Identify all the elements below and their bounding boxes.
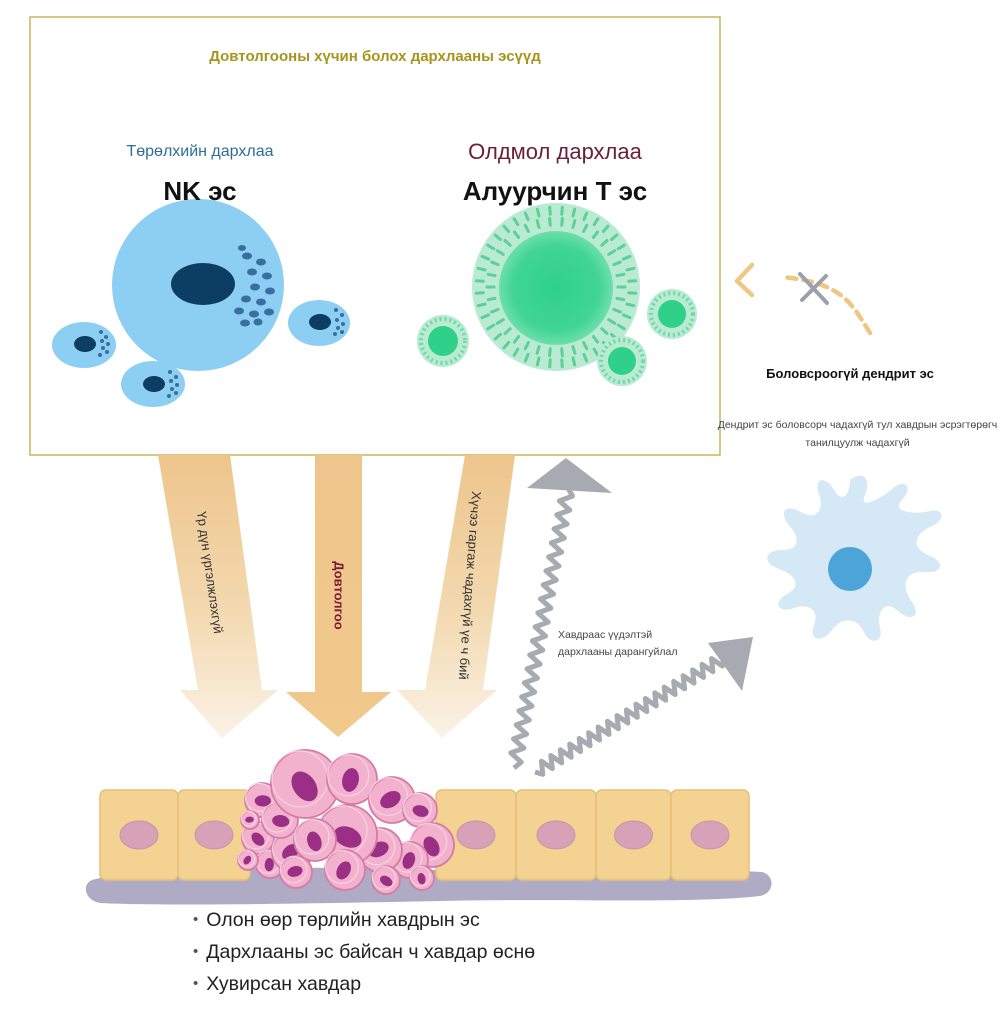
list-item: Хувирсан хавдар	[193, 968, 535, 1000]
immature-dendritic-cell	[767, 475, 942, 641]
tumor-characteristics-list: Олон өөр төрлийн хавдрын эс Дархлааны эс…	[193, 904, 535, 1000]
tissue-cell	[670, 789, 750, 881]
cross-mark-icon	[798, 272, 829, 305]
tissue-cell	[177, 789, 251, 881]
tumor-cell	[237, 849, 259, 871]
tissue-cell	[435, 789, 517, 881]
nk-cell-small	[52, 322, 116, 368]
list-item: Олон өөр төрлийн хавдрын эс	[193, 904, 535, 936]
nk-cell-large	[112, 199, 284, 371]
suppression-arrow-up	[508, 486, 575, 770]
suppression-arrowhead	[708, 637, 753, 691]
tumor-cell	[293, 818, 337, 862]
adaptive-immunity-label: Олдмол дархлаа	[468, 139, 642, 164]
arrow-attack	[286, 455, 391, 737]
tumor-cell	[371, 865, 401, 895]
normal-tissue-cells	[99, 789, 750, 881]
killer-t-cell-large	[472, 203, 640, 371]
tumor-cell	[324, 849, 366, 891]
tumor-cell	[270, 749, 340, 819]
killer-t-cell-small	[417, 315, 469, 367]
nk-cell-title: NK эс	[163, 176, 237, 206]
blocked-maturation-path	[780, 274, 873, 336]
killer-t-cell-title: Алуурчин T эс	[462, 176, 648, 206]
suppression-arrow-diagonal	[534, 656, 727, 777]
tumor-cell	[402, 792, 438, 828]
immune-box-title: Довтолгооны хүчин болох дархлааны эсүүд	[209, 48, 541, 65]
tissue-cell	[99, 789, 179, 881]
tumor-cell	[409, 865, 435, 891]
nk-cell-small	[121, 361, 185, 407]
tissue-cell	[595, 789, 672, 881]
dendritic-cell-title: Боловсроогүй дендрит эс	[766, 366, 934, 381]
suppression-label: Хавдраас үүдэлтэй дархлааны дарангуйлал	[558, 629, 678, 658]
tumor-cell	[240, 810, 260, 830]
killer-t-cell-small	[597, 336, 647, 386]
suppression-arrowhead	[527, 458, 612, 493]
innate-immunity-label: Төрөлхийн дархлаа	[126, 143, 274, 160]
killer-t-cell-small	[647, 289, 697, 339]
tissue-cell	[515, 789, 597, 881]
arrow-attack-label: Довтолгоо	[331, 561, 347, 630]
tumor-cell	[279, 855, 313, 889]
tumor-cluster	[237, 749, 455, 895]
dendritic-cell-description: Дендрит эс боловсорч чадахгүй тул хавдры…	[717, 419, 998, 449]
arrow-no-lasting-effect	[158, 455, 278, 738]
arrowhead-left	[734, 262, 755, 298]
tumor-cell	[326, 753, 378, 805]
list-item: Дархлааны эс байсан ч хавдар өснө	[193, 936, 535, 968]
nk-cell-small	[288, 300, 350, 346]
arrow-weak-attack	[397, 455, 515, 738]
